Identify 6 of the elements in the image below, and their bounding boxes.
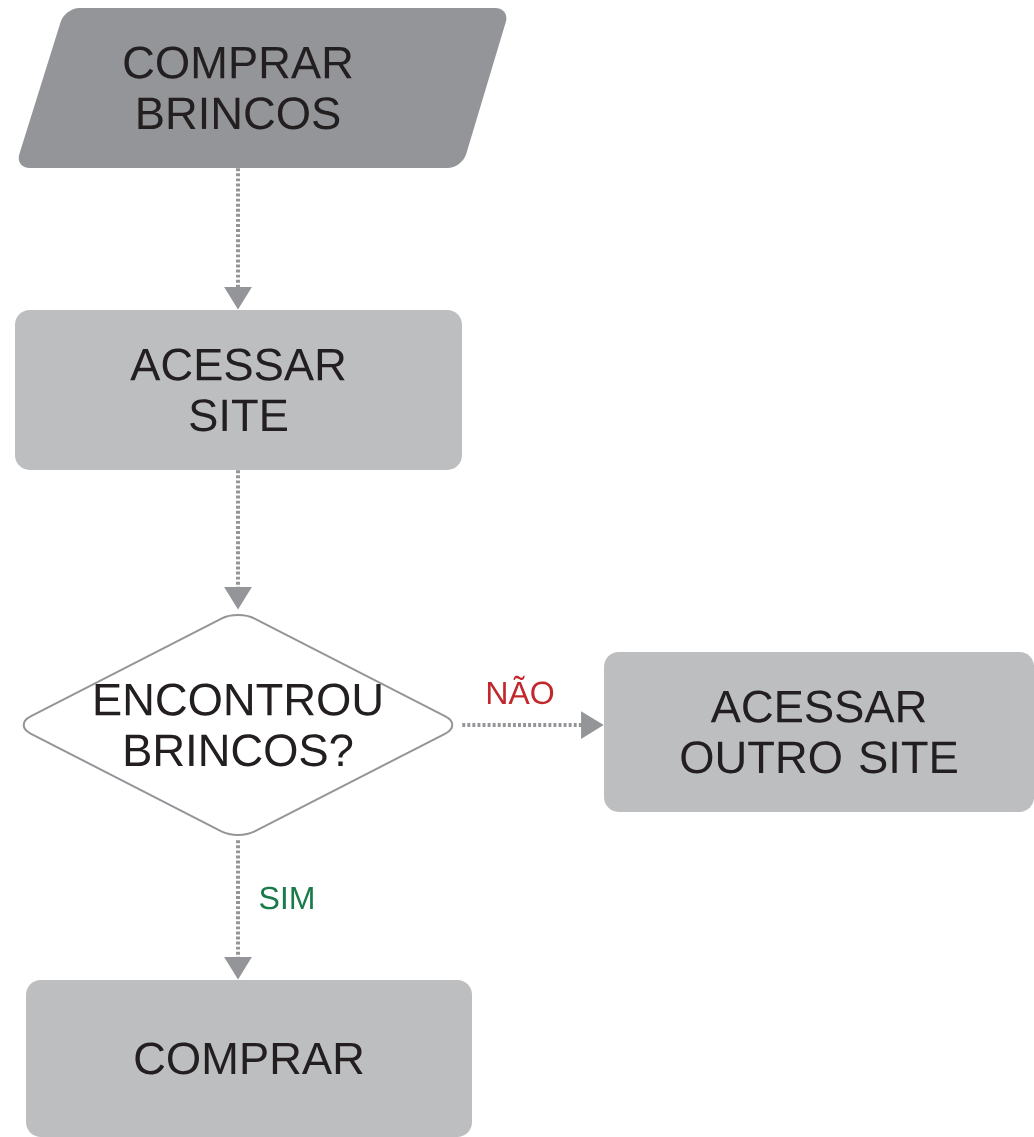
process-box: ACESSAR SITE [15, 310, 462, 470]
process-box: ACESSAR OUTRO SITE [604, 652, 1034, 812]
input-parallelogram: COMPRAR BRINCOS [18, 8, 507, 168]
edge-label: NÃO [487, 675, 554, 705]
edge-label: SIM [260, 886, 313, 910]
process-box: COMPRAR [26, 980, 472, 1137]
